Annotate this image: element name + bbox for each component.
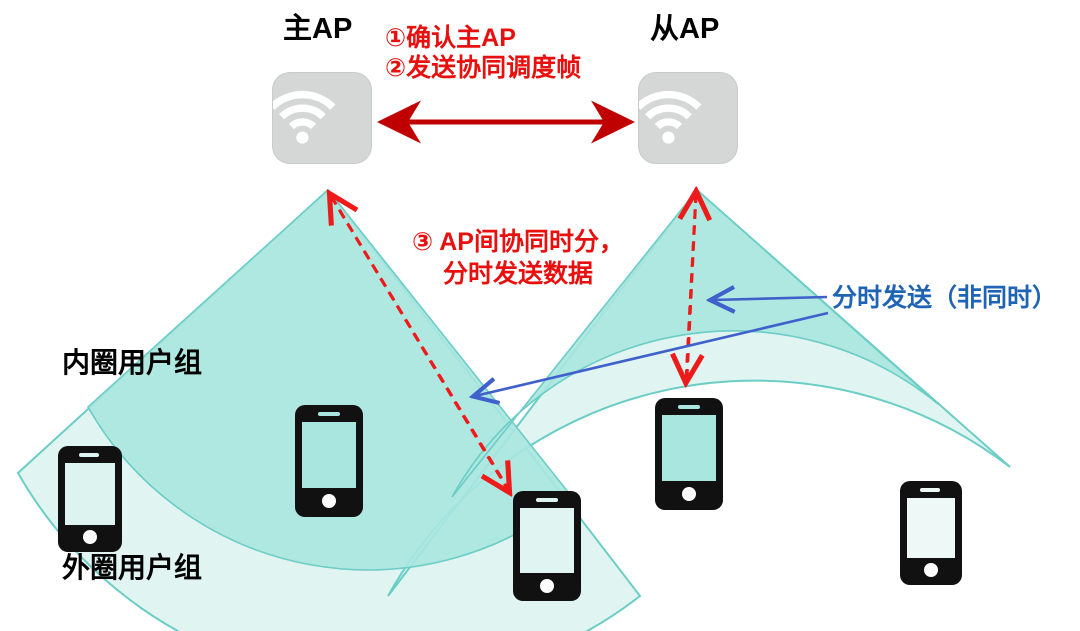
blue-arrow-long [475,311,829,396]
dashed-arrow-left-ap [331,196,512,493]
label-outer-group: 外圈用户组 [62,552,203,583]
label-slave-ap: 从AP [650,13,720,45]
phone-outer-center [513,491,581,601]
label-blue-note: 分时发送（非同时） [832,284,1058,312]
wifi-icon [639,90,702,144]
phone-outer-far-left [58,446,122,552]
ap-slave-box[interactable] [638,72,738,164]
phone-inner-right [655,398,723,510]
phone-inner-left [295,405,363,517]
label-inner-group: 内圈用户组 [62,347,203,378]
label-steps-1-2: ①确认主AP ②发送协同调度帧 [385,24,582,82]
wifi-icon [273,90,336,144]
label-step-3-line1: ③ AP间协同时分， [412,228,624,256]
label-master-ap: 主AP [283,13,353,45]
sector-right-inner [451,188,939,498]
sector-left-inner [86,188,574,571]
phone-outer-far-right [900,481,962,585]
ap-master-box[interactable] [272,72,372,164]
blue-arrow-short [712,297,828,300]
label-step-3-line2: 分时发送数据 [442,260,593,288]
